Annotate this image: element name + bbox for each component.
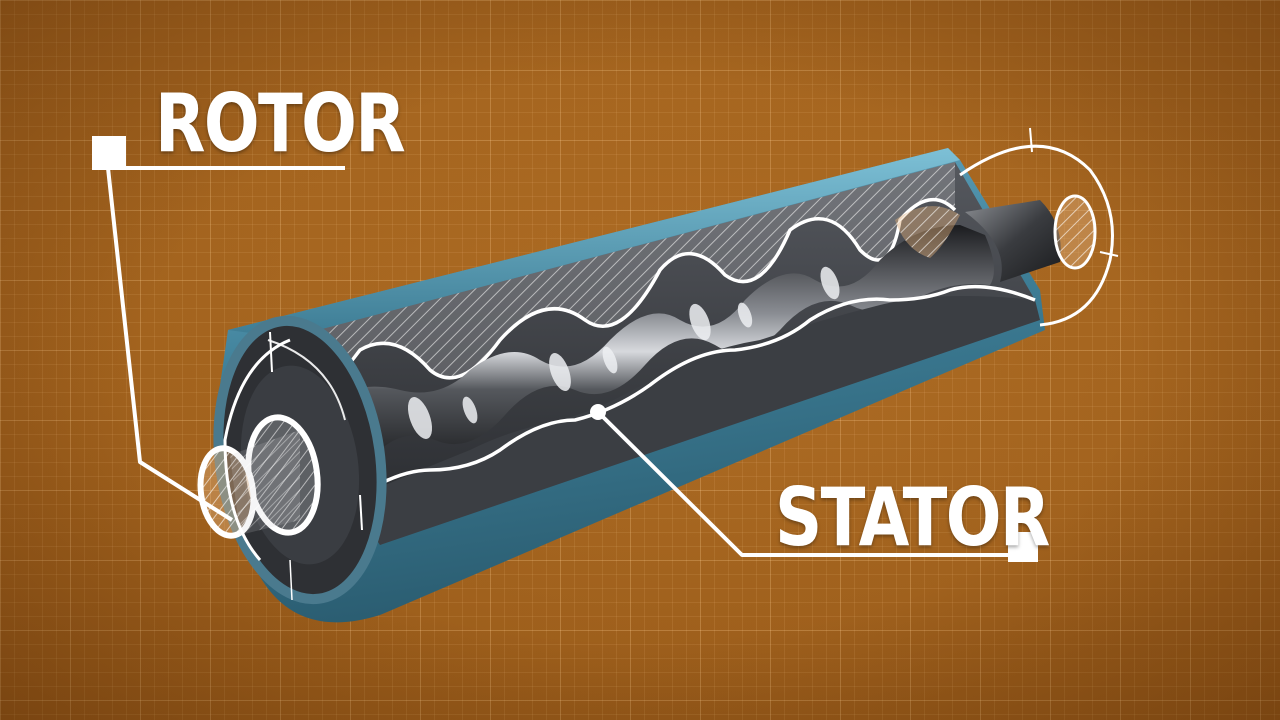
tick-mark-rear	[1030, 128, 1032, 152]
rotor-label: ROTOR	[155, 84, 404, 164]
stator-label: STATOR	[775, 478, 1049, 558]
tick-mark-rear-right	[1100, 252, 1118, 256]
rotor-callout-marker	[92, 136, 126, 170]
rotor-end-face	[1055, 196, 1095, 268]
